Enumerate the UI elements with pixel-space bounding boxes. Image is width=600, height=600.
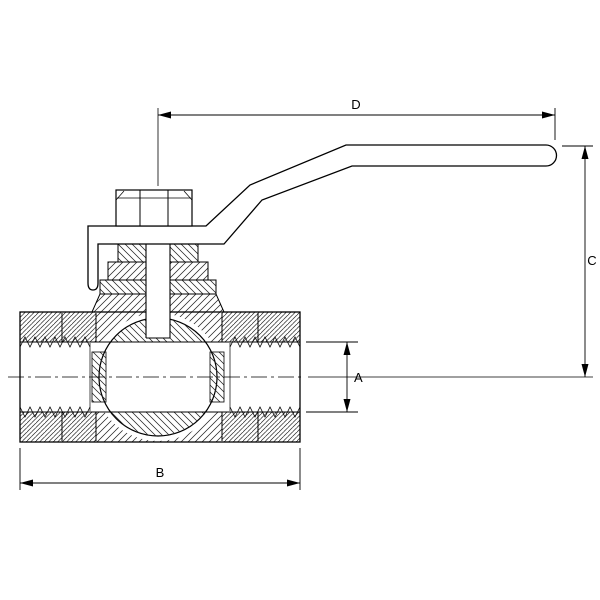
arrowhead (581, 364, 589, 377)
dimension-label-c: C (587, 253, 596, 268)
stem (146, 226, 170, 338)
arrowhead (158, 111, 171, 119)
dimension-label-a: A (354, 370, 363, 385)
dimension-b: B (19, 448, 301, 490)
dimension-c: C (308, 145, 597, 378)
stem-nut (115, 189, 193, 227)
body-joint-lines (61, 313, 259, 441)
dimension-a: A (306, 341, 363, 413)
arrowhead (581, 146, 589, 159)
arrowhead (343, 342, 351, 355)
stem-assembly (91, 226, 225, 339)
handle-lever (87, 144, 558, 291)
hex-nut (115, 189, 193, 227)
thread-profile (19, 336, 301, 418)
handle-outline (87, 144, 558, 291)
centerlines (8, 108, 304, 378)
arrowhead (20, 479, 33, 487)
arrowhead (287, 479, 300, 487)
dimension-label-b: B (156, 465, 165, 480)
dimension-d: D (158, 97, 556, 140)
arrowhead (542, 111, 555, 119)
dimension-label-d: D (351, 97, 360, 112)
arrowhead (343, 399, 351, 412)
